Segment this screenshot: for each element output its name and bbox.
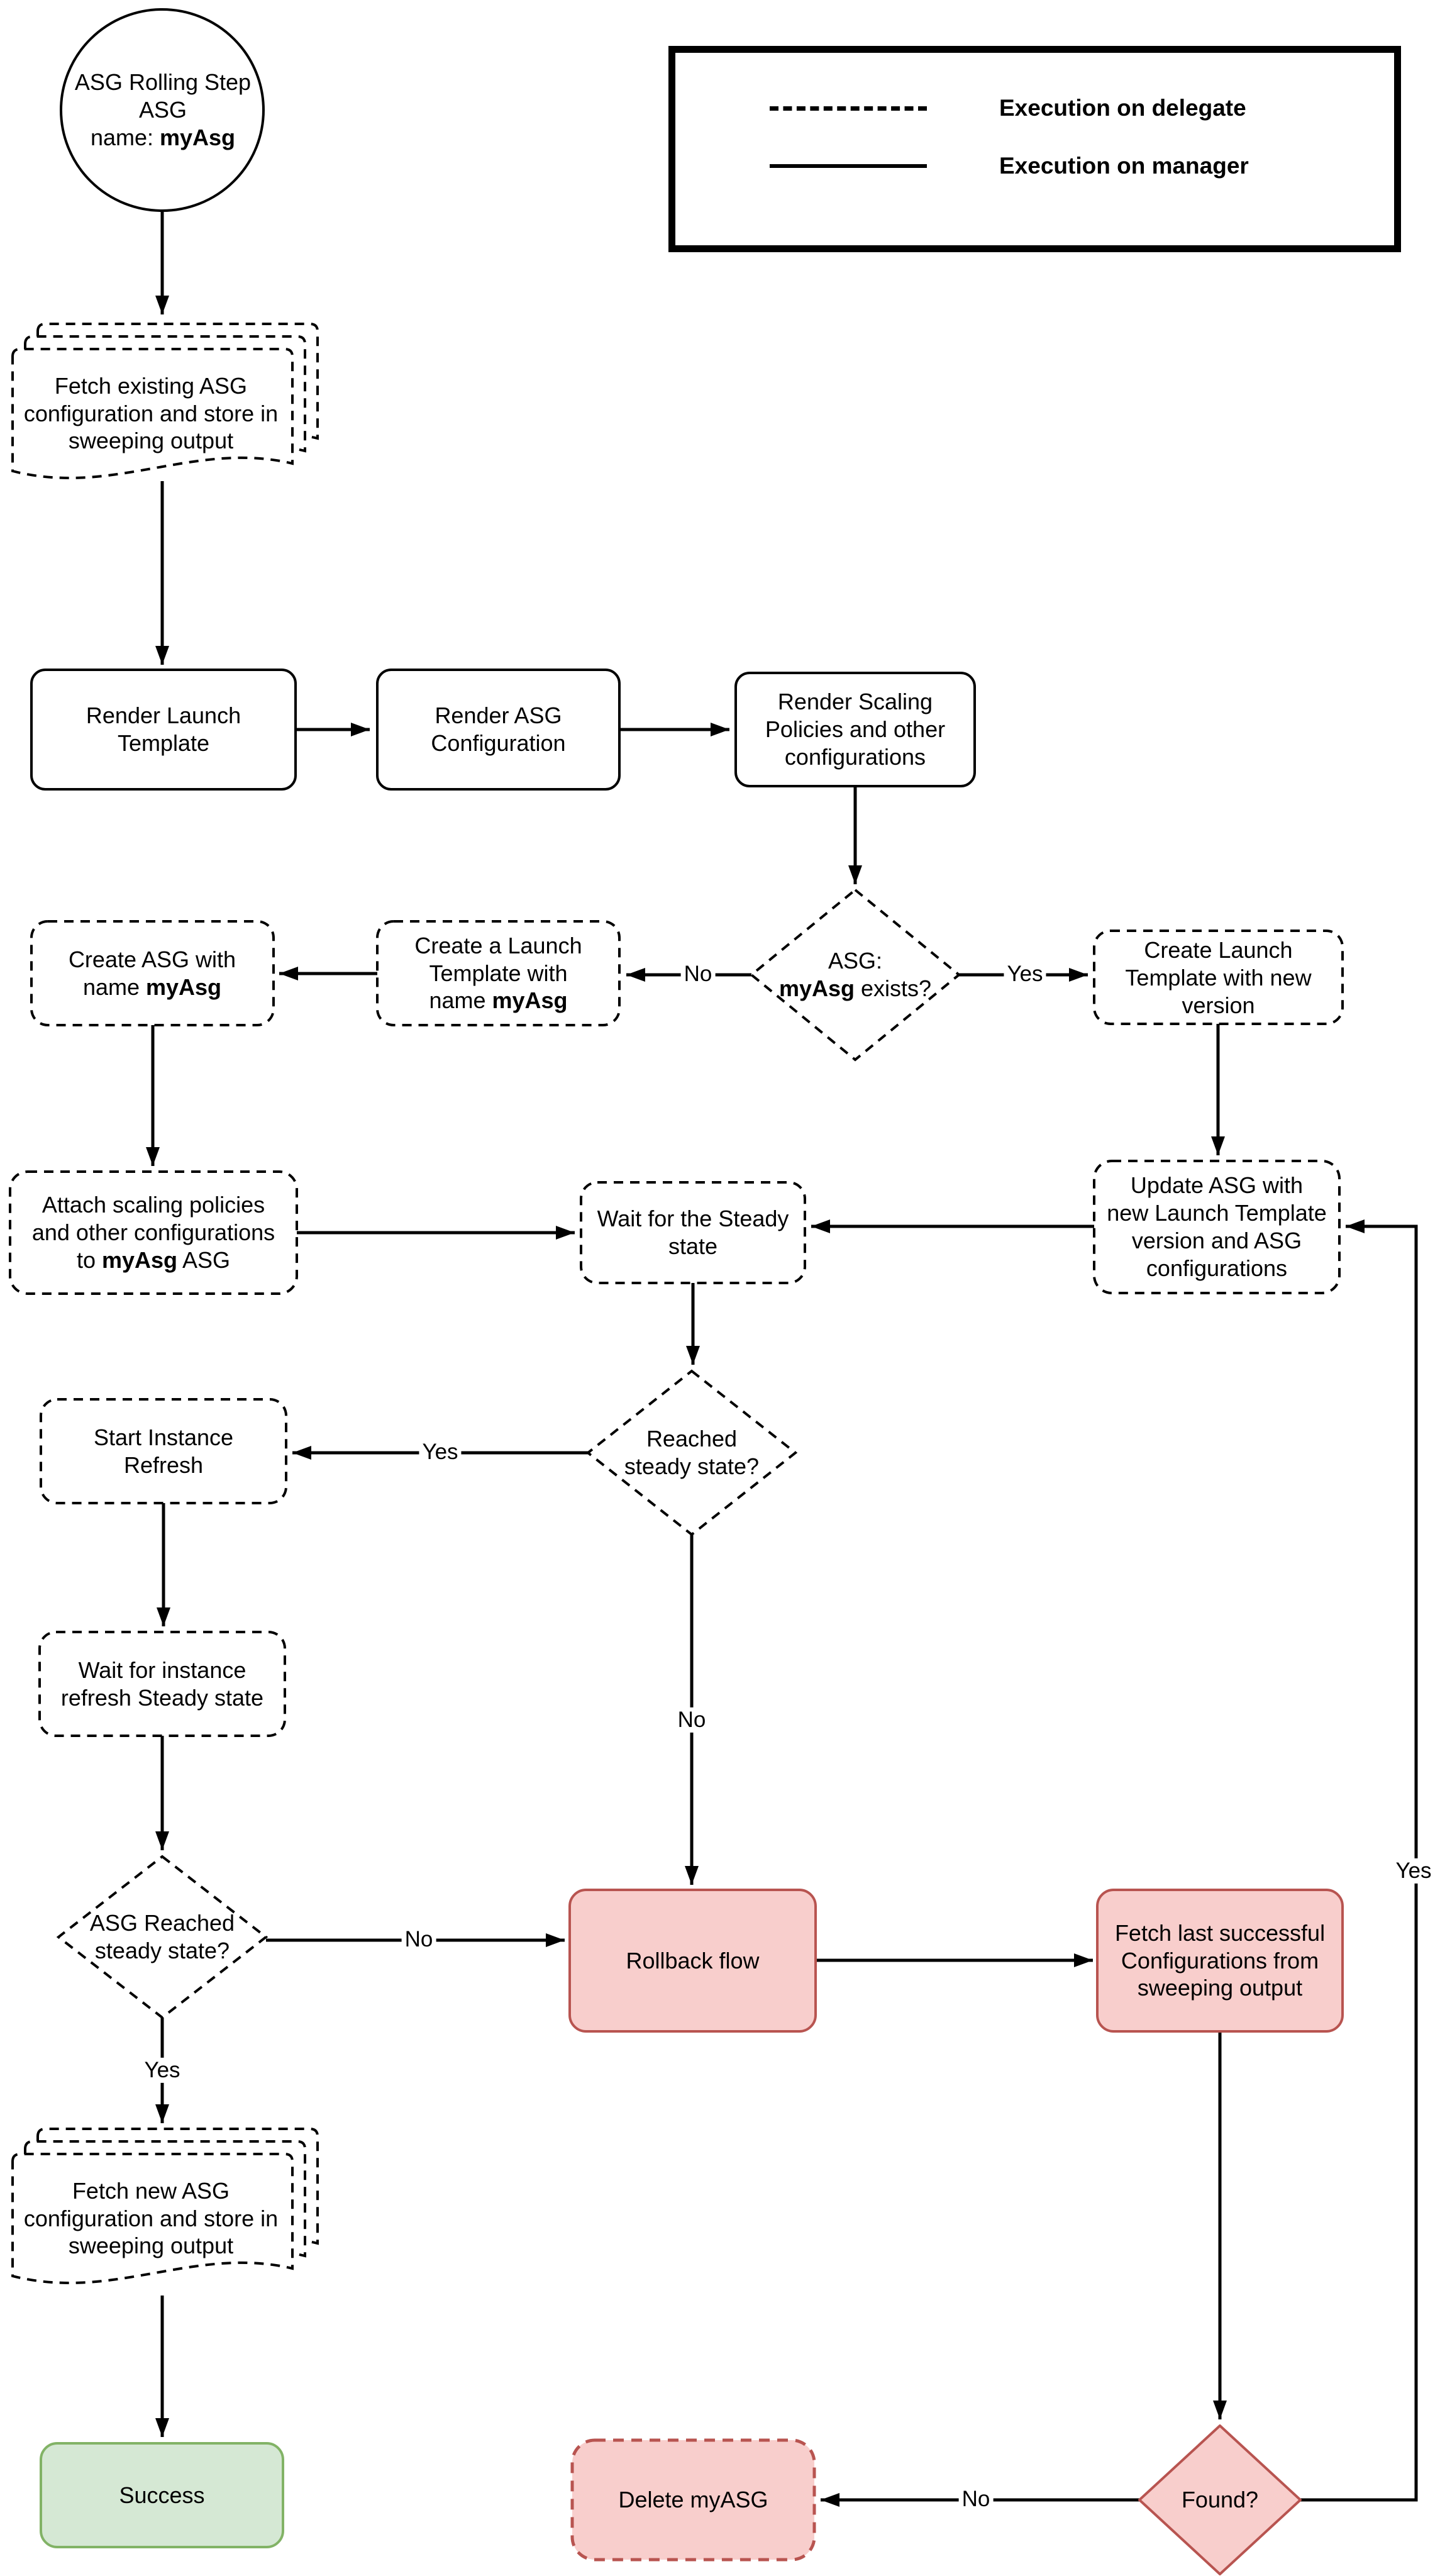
rollback-flow-label: Rollback flow <box>626 1947 760 1974</box>
edge-label-asg-reached-no: No <box>401 1926 436 1953</box>
create-launch-template-new-label: Create Launch Template with new version <box>1125 937 1312 1018</box>
asg-exists-label: ASG: myAsg exists? <box>778 948 932 1001</box>
attach-scaling-shape <box>9 1170 298 1295</box>
start-node-shape <box>60 8 265 212</box>
fetch-existing-doc-shape <box>11 323 319 479</box>
render-scaling-policies-shape <box>734 672 976 787</box>
render-scaling-policies-label: Render Scaling Policies and other config… <box>765 689 946 770</box>
edge-label-asg-exists-no: No <box>680 961 716 987</box>
attach-scaling-label: Attach scaling policies and other config… <box>31 1192 275 1273</box>
success-label: Success <box>119 2482 205 2508</box>
reached-steady-label: Reached steady state? <box>624 1426 760 1479</box>
render-launch-template-label: Render Launch Template <box>86 702 241 756</box>
rollback-flow-shape <box>568 1889 817 2033</box>
found-label: Found? <box>1181 2487 1259 2513</box>
fetch-new-label: Fetch new ASG configuration and store in… <box>23 2177 279 2259</box>
fetch-last-successful-shape <box>1096 1889 1344 2033</box>
render-asg-configuration-label: Render ASG Configuration <box>431 702 566 756</box>
asg-reached-steady-label: ASG Reached steady state? <box>89 1910 235 1963</box>
legend-row-manager: Execution on manager <box>770 147 1373 185</box>
success-shape <box>40 2442 284 2548</box>
asg-reached-diamond-shape <box>56 1855 269 2019</box>
update-asg-shape <box>1093 1160 1341 1294</box>
create-asg-shape <box>30 920 275 1026</box>
edge-label-asg-exists-yes: Yes <box>1004 961 1046 987</box>
delete-myasg-label: Delete myASG <box>618 2487 768 2513</box>
create-launch-template-named-shape <box>376 920 621 1026</box>
asg-exists-diamond-shape <box>749 888 961 1062</box>
wait-steady-label: Wait for the Steady state <box>597 1206 789 1259</box>
wait-instance-refresh-label: Wait for instance refresh Steady state <box>60 1657 264 1711</box>
start-instance-refresh-shape <box>40 1398 287 1504</box>
render-asg-configuration-shape <box>376 669 621 791</box>
edge-label-found-yes: Yes <box>1392 1858 1435 1884</box>
found-diamond-shape <box>1138 2424 1302 2575</box>
edge-label-reached-yes: Yes <box>419 1439 462 1465</box>
edge-label-found-no: No <box>958 2486 994 2512</box>
start-node-label: ASG Rolling Step ASG name: myAsg <box>74 69 252 150</box>
start-instance-refresh-label: Start Instance Refresh <box>93 1424 234 1478</box>
edge-label-asg-reached-yes: Yes <box>141 2057 184 2084</box>
create-launch-template-new-shape <box>1093 930 1344 1025</box>
fetch-existing-label: Fetch existing ASG configuration and sto… <box>23 372 279 454</box>
legend-row-delegate: Execution on delegate <box>770 89 1373 127</box>
create-asg-label: Create ASG with name myAsg <box>68 946 236 1000</box>
legend-label-delegate: Execution on delegate <box>999 95 1246 121</box>
legend-label-manager: Execution on manager <box>999 153 1249 179</box>
create-launch-template-named-label: Create a Launch Template with name myAsg <box>414 932 582 1014</box>
delete-myasg-shape <box>570 2438 816 2562</box>
reached-steady-diamond-shape <box>585 1369 798 1536</box>
dashed-line-sample <box>770 106 927 111</box>
update-asg-label: Update ASG with new Launch Template vers… <box>1107 1172 1327 1281</box>
fetch-new-doc-shape <box>11 2128 319 2284</box>
legend: Execution on delegate Execution on manag… <box>668 46 1401 252</box>
fetch-last-successful-label: Fetch last successful Configurations fro… <box>1114 1919 1326 2001</box>
edge-label-reached-no: No <box>674 1707 709 1733</box>
wait-instance-refresh-shape <box>38 1631 286 1737</box>
wait-steady-shape <box>580 1181 806 1284</box>
render-launch-template-shape <box>30 669 297 791</box>
solid-line-sample <box>770 164 927 168</box>
